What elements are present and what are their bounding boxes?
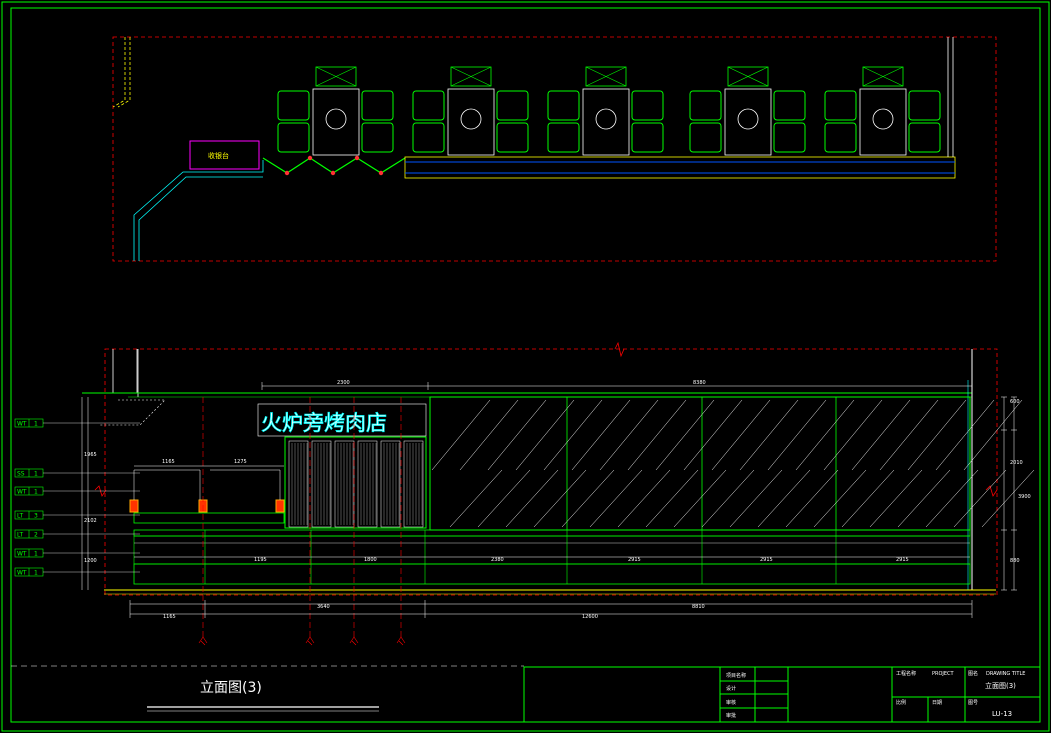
dim-mid-5: 2380 (491, 557, 504, 563)
pendant-lights (129, 469, 285, 513)
material-tag-code: WT (17, 421, 27, 428)
dim-top-2: 8380 (693, 380, 706, 386)
tb-label-approve: 审批 (726, 712, 736, 719)
material-tag-number: 1 (34, 551, 38, 558)
door-screens (284, 436, 427, 529)
drawing-title: 立面图(3) (200, 680, 262, 696)
dining-set (547, 66, 664, 156)
material-tag: SS 1 (14, 468, 140, 478)
left-column (112, 349, 139, 397)
elevation-boundary (104, 348, 998, 596)
material-tag-number: 1 (34, 570, 38, 577)
dim-mid-2: 1275 (234, 459, 247, 465)
dining-set (277, 66, 394, 156)
material-tag-code: SS (17, 471, 25, 478)
dim-mid-1: 1165 (162, 459, 175, 465)
dim-left-2: 2102 (84, 518, 97, 524)
material-tag-code: WT (17, 489, 27, 496)
plan-left-wall-b (133, 160, 264, 261)
dining-tables (277, 66, 941, 156)
dim-left-1: 1965 (84, 452, 97, 458)
dim-bottom-3: 1165 (163, 614, 176, 620)
sign-text: 火炉旁烤肉店 (261, 411, 387, 435)
material-tag-code: LT (17, 513, 24, 520)
counter-strip (404, 156, 956, 179)
dim-right-1: 600 (1010, 399, 1020, 405)
zigzag-nodes (284, 155, 384, 176)
elevation: 火炉旁烤肉店 2300 8380 3640 8810 1165 12600 (14, 341, 1035, 646)
tb-sheet-number: LU-13 (992, 710, 1012, 718)
counter-top (133, 512, 285, 524)
tb-drawing-title: DRAWING TITLE (986, 671, 1025, 677)
dim-right-4: 880 (1010, 558, 1020, 564)
plan-boundary (112, 36, 997, 262)
plan-right-wall (947, 37, 954, 157)
material-tag: LT 3 (14, 510, 140, 520)
tb-project: PROJECT (932, 671, 955, 677)
title-block: 项目名称 设计 审核 审批 工程名称 PROJECT 图名 DRAWING TI… (523, 666, 1041, 723)
dim-bottom-2: 8810 (692, 604, 705, 610)
material-tag-number: 2 (34, 532, 38, 539)
dim-mid-4: 1800 (364, 557, 377, 563)
dim-mid-6: 2915 (628, 557, 641, 563)
material-tag-code: WT (17, 570, 27, 577)
dim-right-3: 3900 (1018, 494, 1031, 500)
tb-label-check: 审核 (726, 699, 736, 706)
zigzag-partition (262, 157, 406, 174)
dim-left-3: 1200 (84, 558, 97, 564)
tb-drawing-label: 图名 (968, 670, 978, 677)
dim-mid-7: 2915 (760, 557, 773, 563)
cashier-room-label: 收银台 (208, 151, 229, 160)
tb-drawing-name: 立面图(3) (985, 681, 1016, 690)
material-tag-code: WT (17, 551, 27, 558)
tb-label-project: 项目名称 (726, 672, 746, 679)
sign-board (257, 403, 427, 437)
break-mark (614, 341, 625, 358)
material-tag: WT 1 (14, 486, 140, 496)
material-tag: WT 1 (14, 418, 140, 428)
tb-scale-label: 比例 (896, 699, 906, 706)
cashier-room (189, 140, 260, 170)
material-tag-number: 3 (34, 513, 38, 520)
dining-set (824, 66, 941, 156)
grid-axes (198, 397, 406, 646)
dim-bottom-1: 3640 (317, 604, 330, 610)
material-tag-number: 1 (34, 489, 38, 496)
material-tag-code: LT (17, 532, 24, 539)
tb-date-label: 日期 (932, 700, 942, 706)
dim-mid-3: 1195 (254, 557, 267, 563)
tb-project-name: 工程名称 (896, 670, 916, 677)
tb-label-design: 设计 (726, 685, 736, 692)
floor-base (133, 563, 971, 585)
material-tag: LT 2 (14, 529, 140, 539)
material-tag-number: 1 (34, 421, 38, 428)
dim-top-1: 2300 (337, 380, 350, 386)
floor-plan: 收银台 (112, 36, 997, 262)
dim-mid-8: 2915 (896, 557, 909, 563)
glass-wall (429, 396, 1035, 531)
material-tag: WT 1 (14, 567, 140, 577)
dining-set (412, 66, 529, 156)
plan-left-wall (112, 37, 131, 108)
dim-bottom-4: 12600 (582, 614, 598, 620)
material-tag-number: 1 (34, 471, 38, 478)
dining-set (689, 66, 806, 156)
counter-band (133, 529, 971, 537)
material-tag: WT 1 (14, 548, 140, 558)
dimension-lines (81, 382, 1017, 618)
tb-sheet-label: 图号 (968, 700, 978, 706)
dim-right-2: 2010 (1010, 460, 1023, 466)
